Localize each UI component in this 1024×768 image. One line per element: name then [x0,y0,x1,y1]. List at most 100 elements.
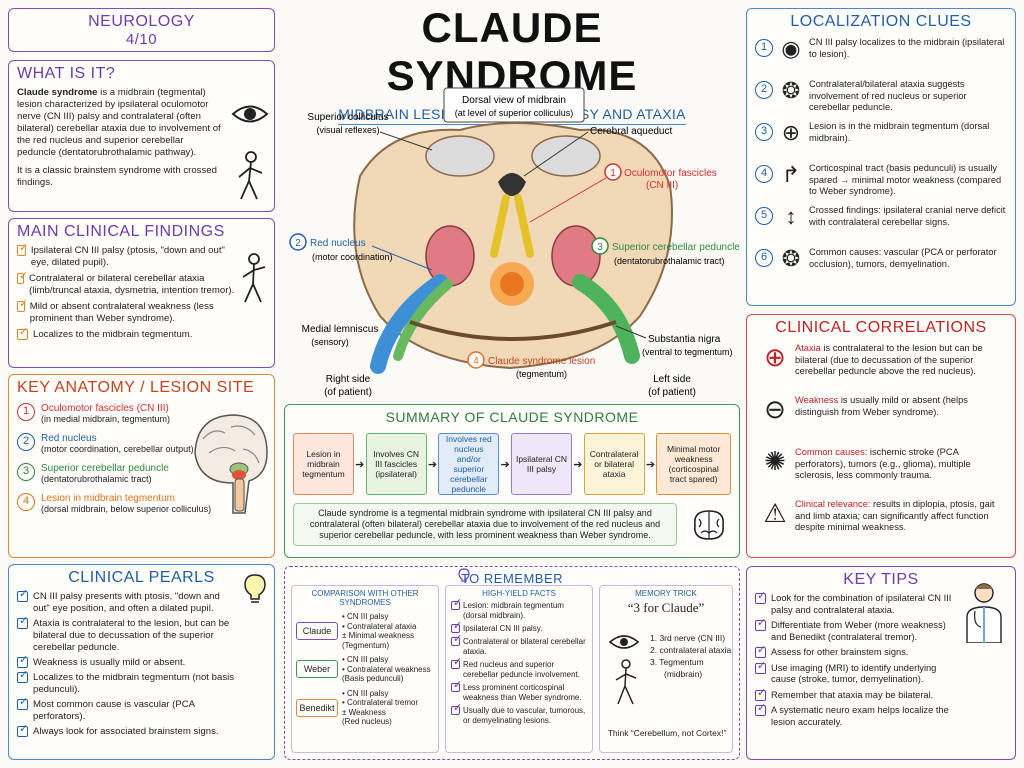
localization-item: 5↕Crossed findings: ipsilateral cranial … [755,205,1007,247]
oculomotor-fascicles [490,194,534,258]
label-left-side: Left side [653,374,691,385]
syndrome-feature: ± Weakness [342,707,386,717]
lesion-marker-core [500,272,524,296]
fact-item: Usually due to vascular, tumorous, or de… [451,703,587,726]
remember-heading: TO REMEMBER [460,571,564,586]
tip-item: Remember that ataxia may be bilateral. [755,687,955,702]
number-badge: 1 [755,39,773,57]
number-badge: 4 [17,493,35,511]
midbrain-cross-section [353,122,673,370]
pearls-heading: CLINICAL PEARLS [68,569,215,586]
tip-text: Remember that ataxia may be bilateral. [771,689,934,700]
correlation-body: ischemic stroke (PCA perforators), tumor… [795,447,971,480]
summary-panel: SUMMARY OF CLAUDE SYNDROME Lesion in mid… [284,404,740,558]
localization-item: 6❂Common causes: vascular (PCA or perfor… [755,247,1007,289]
aqueduct [498,173,526,196]
arrow-right-icon: ➔ [500,458,510,471]
checkbox-icon [17,696,28,710]
label-scp: Superior cerebellar peduncle [612,242,740,253]
trick-item: 2. contralateral ataxia [650,645,732,655]
checkbox-icon [451,634,462,646]
correlations-heading: CLINICAL CORRELATIONS [775,319,987,336]
correlation-body: is usually mild or absent (helps disting… [795,395,968,417]
badge-title: NEUROLOGY [88,13,195,30]
diagram-header-box [443,87,585,123]
anatomy-item-text: Red nucleus(motor coordination, cerebell… [41,433,194,454]
eye-icon: ◉ [781,36,801,61]
checkbox-icon [451,703,462,715]
syndrome-feature: (Tegmentum) [342,640,390,650]
brain-sagittal-icon [194,414,268,514]
correlation-text: Clinical relevance: results in diplopia,… [795,499,1007,534]
label-medial-lemniscus-sub: (sensory) [311,337,349,347]
syndrome-features: • CN III palsy• Contralateral ataxia± Mi… [342,612,416,650]
pearl-item: Always look for associated brainstem sig… [17,723,237,738]
number-badge: 5 [755,207,773,225]
tip-text: Use imaging (MRI) to identify underlying… [771,662,937,685]
tips-heading: KEY TIPS [843,571,919,588]
label-left-side-sub: (of patient) [648,387,696,398]
findings-panel: MAIN CLINICAL FINDINGS Ipsilateral CN II… [8,218,275,368]
correlation-text: Ataxia is contralateral to the lesion bu… [795,343,1007,378]
fact-item: Contralateral or bilateral cerebellar at… [451,634,587,657]
checkbox-icon [451,657,462,669]
trick-think: Think “Cerebellum, not Cortex!” [607,728,727,738]
crosshair-icon: ⊕ [764,342,786,372]
leader-aqueduct [523,131,589,177]
what-is-it-heading: WHAT IS IT? [17,65,116,82]
syndrome-feature: • Contralateral tremor [342,698,419,707]
correlation-item: ⚠Clinical relevance: results in diplopia… [755,499,1007,551]
anatomy-item-text: Superior cerebellar peduncle(dentatorubr… [41,463,169,484]
what-is-it-term: Claude syndrome [17,87,98,98]
medial-lemniscus-tract [370,274,448,374]
syndrome-name: Weber [296,660,338,679]
anatomy-item-sub: (dentatorubrothalamic tract) [41,474,152,484]
anatomy-item-sub: (in medial midbrain, tegmentum) [41,414,171,424]
fact-text: Ipsilateral CN III palsy. [463,624,543,633]
eye-icon [231,105,269,123]
checkbox-icon [755,660,766,674]
correlation-text: Weakness is usually mild or absent (help… [795,395,1007,418]
number-badge: 2 [17,433,35,451]
syndrome-feature: (Basis pedunculi) [342,674,404,683]
anatomy-item-text: Oculomotor fascicles (CN III)(in medial … [41,403,170,424]
flow-step: Involves CN III fascicles (ipsilateral) [365,433,427,495]
label-sup-colliculus-sub: (visual reflexes) [316,125,379,135]
medial-lemniscus-green [393,279,453,361]
fact-text: Usually due to vascular, tumorous, or de… [463,706,586,725]
checkbox-icon [17,270,28,284]
checkbox-icon [17,242,28,256]
comparison-rows: Claude• CN III palsy• Contralateral atax… [296,612,434,727]
number-badge: 2 [755,81,773,99]
label-lesion-sub: (tegmentum) [516,369,567,379]
summary-flow: Lesion in midbrain tegmentum➔Involves CN… [293,433,731,495]
remember-panel: TO REMEMBER COMPARISON WITH OTHER SYNDRO… [284,566,740,760]
anatomy-item-title: Red nucleus [41,433,97,444]
anatomy-item-sub: (dorsal midbrain, below superior collicu… [41,504,212,514]
checkbox-icon [451,598,462,610]
comparison-row: Benedikt• CN III palsy• Contralateral tr… [296,689,434,727]
syndrome-feature: • CN III palsy [342,655,389,664]
comparison-row: Weber• CN III palsy• Contralateral weakn… [296,655,434,684]
localization-text: CN III palsy localizes to the midbrain (… [809,37,1005,59]
pearl-text: Ataxia is contralateral to the lesion, b… [33,618,230,653]
marker-2-num: 2 [295,238,301,249]
facts-list: Lesion: midbrain tegmentum (dorsal midbr… [451,598,587,726]
leader-red-nucleus [371,245,433,271]
trick-list: 1. 3rd nerve (CN III)2. contralateral at… [650,632,732,680]
substantia-nigra [409,320,617,341]
syndrome-feature: ± Minimal weakness [342,631,414,640]
label-sup-colliculus: Superior colliculus [307,112,388,123]
correlation-body: is contralateral to the lesion but can b… [795,343,983,376]
checkbox-icon [17,723,28,737]
arm-icon: ↱ [781,162,801,187]
anatomy-item-sub: (motor coordination, cerebellar output) [41,444,194,454]
checkbox-icon [451,621,462,633]
tip-text: Look for the combination of ipsilateral … [771,593,952,615]
tips-panel: KEY TIPS Look for the combination of ips… [746,566,1016,760]
flow-step: Minimal motor weakness (corticospinal tr… [656,433,731,495]
summary-heading: SUMMARY OF CLAUDE SYNDROME [385,409,639,425]
finding-item: Localizes to the midbrain tegmentum. [17,326,242,341]
